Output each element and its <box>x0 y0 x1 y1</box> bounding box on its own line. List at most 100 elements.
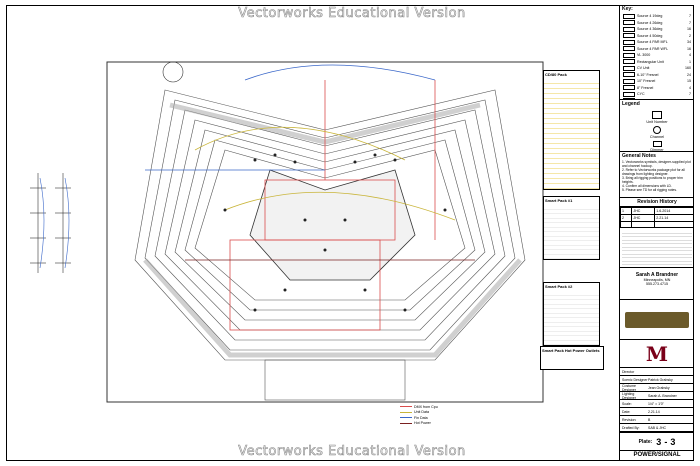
unit-symbol-icon <box>652 111 662 119</box>
disclaimer-section <box>620 228 694 268</box>
field-scale: Scale:1/4" = 1'0" <box>620 400 694 408</box>
legend-section: Legend Unit Number Channel Dimmer <box>620 100 694 152</box>
revision-row <box>620 221 694 227</box>
line-legend-item: DMX from Cpu <box>400 404 438 410</box>
general-notes-section: General Notes 1. Vectorworks symbols, de… <box>620 152 694 198</box>
hot-power-table: Smart Pack Hot Power Outlets <box>540 346 604 370</box>
general-notes-title: General Notes <box>622 153 656 159</box>
general-note: 4. Confirm all dimensions with LD. <box>622 184 672 188</box>
fixture-symbol-icon <box>623 33 635 39</box>
key-title: Key: <box>622 6 633 12</box>
watermark-top: Vectorworks Educational Version <box>238 6 466 22</box>
cdc-pack-table: CD/80 Pack <box>543 70 600 190</box>
smart-pack-1-table: Smart Pack #1 <box>543 196 600 260</box>
fixture-symbol-icon <box>623 26 635 32</box>
smart-pack-2-table: Smart Pack #2 <box>543 282 600 346</box>
legend-channel: Channel <box>649 135 665 139</box>
hot-power-title: Smart Pack Hot Power Outlets <box>542 348 600 353</box>
line-legend-item: Unit Data <box>400 410 438 416</box>
fixture-symbol-icon <box>623 59 635 65</box>
field-drafted: Drafted By:SAB & JHC <box>620 424 694 432</box>
fixture-symbol-icon <box>623 78 635 84</box>
fixture-symbol-icon <box>623 65 635 71</box>
fixture-symbol-icon <box>623 91 635 97</box>
fixture-symbol-icon <box>623 52 635 58</box>
lobby <box>264 359 406 401</box>
cable-runs <box>145 64 475 331</box>
spiral-stair <box>162 61 184 83</box>
line-legend-item: Hot Power <box>400 421 438 427</box>
field-date: Date:2.21.14 <box>620 408 694 416</box>
production-logo <box>625 311 689 328</box>
legend-dimmer: Dimmer <box>650 148 664 152</box>
fixtures <box>223 153 447 312</box>
key-item: DMX Function7 <box>620 98 694 99</box>
fixture-symbol-icon <box>623 85 635 91</box>
smart-pack-2-rows <box>544 291 599 345</box>
line-legend-item: Fin Data <box>400 415 438 421</box>
designer-city: Minneapolis, MN <box>643 278 671 282</box>
university-logo-section: M <box>620 340 694 368</box>
general-note: 2. Refer to Vectorworks package plot for… <box>622 168 685 176</box>
dimmer-symbol-icon <box>652 141 662 147</box>
disclaimer-text <box>622 230 692 266</box>
field-director: Director <box>620 368 694 376</box>
fixture-symbol-icon <box>623 39 635 45</box>
channel-symbol-icon <box>653 126 661 134</box>
smart-pack-1-title: Smart Pack #1 <box>545 198 573 203</box>
smart-pack-1-rows <box>544 205 599 259</box>
watermark-bottom: Vectorworks Educational Version <box>238 444 466 460</box>
line-legend: DMX from Cpu Unit Data Fin Data Hot Powe… <box>400 404 438 426</box>
legend-unit-number: Unit Number <box>646 120 668 124</box>
sheet-title: POWER/SIGNAL <box>620 450 694 460</box>
general-note: 5. Please see TD for all rigging notes. <box>622 188 677 192</box>
smart-pack-2-title: Smart Pack #2 <box>545 284 573 289</box>
fixture-symbol-icon <box>623 13 635 19</box>
fixture-symbol-icon <box>623 72 635 78</box>
general-note: 3. Bring all rigging positions to proper… <box>622 176 683 184</box>
fixture-symbol-icon <box>623 20 635 26</box>
university-logo: M <box>645 341 669 366</box>
fixture-symbol-icon <box>623 46 635 52</box>
stage <box>249 169 416 281</box>
cdc-pack-title: CD/80 Pack <box>545 72 567 77</box>
designer-phone: 555.273.4715 <box>646 282 668 286</box>
designer-name: Sarah A Brandner <box>635 272 679 278</box>
revision-title: Revision History <box>620 198 694 207</box>
plate-number: Plate: 3-3 <box>638 436 676 447</box>
logo-section <box>620 300 694 340</box>
fixture-symbol-icon <box>623 98 635 99</box>
seating-tiers <box>134 89 526 361</box>
general-note: 1. Vectorworks symbols, designer-supplie… <box>622 160 691 168</box>
side-elevation <box>30 173 71 273</box>
floor-plan <box>106 61 544 403</box>
legend-title: Legend <box>622 101 640 107</box>
cdc-pack-rows <box>544 79 599 189</box>
field-revision: Revision:B <box>620 416 694 424</box>
designer-section: Sarah A Brandner Minneapolis, MN 555.273… <box>620 268 694 300</box>
sheet-info: Scale:1/4" = 1'0" Date:2.21.14 Revision:… <box>620 400 694 433</box>
